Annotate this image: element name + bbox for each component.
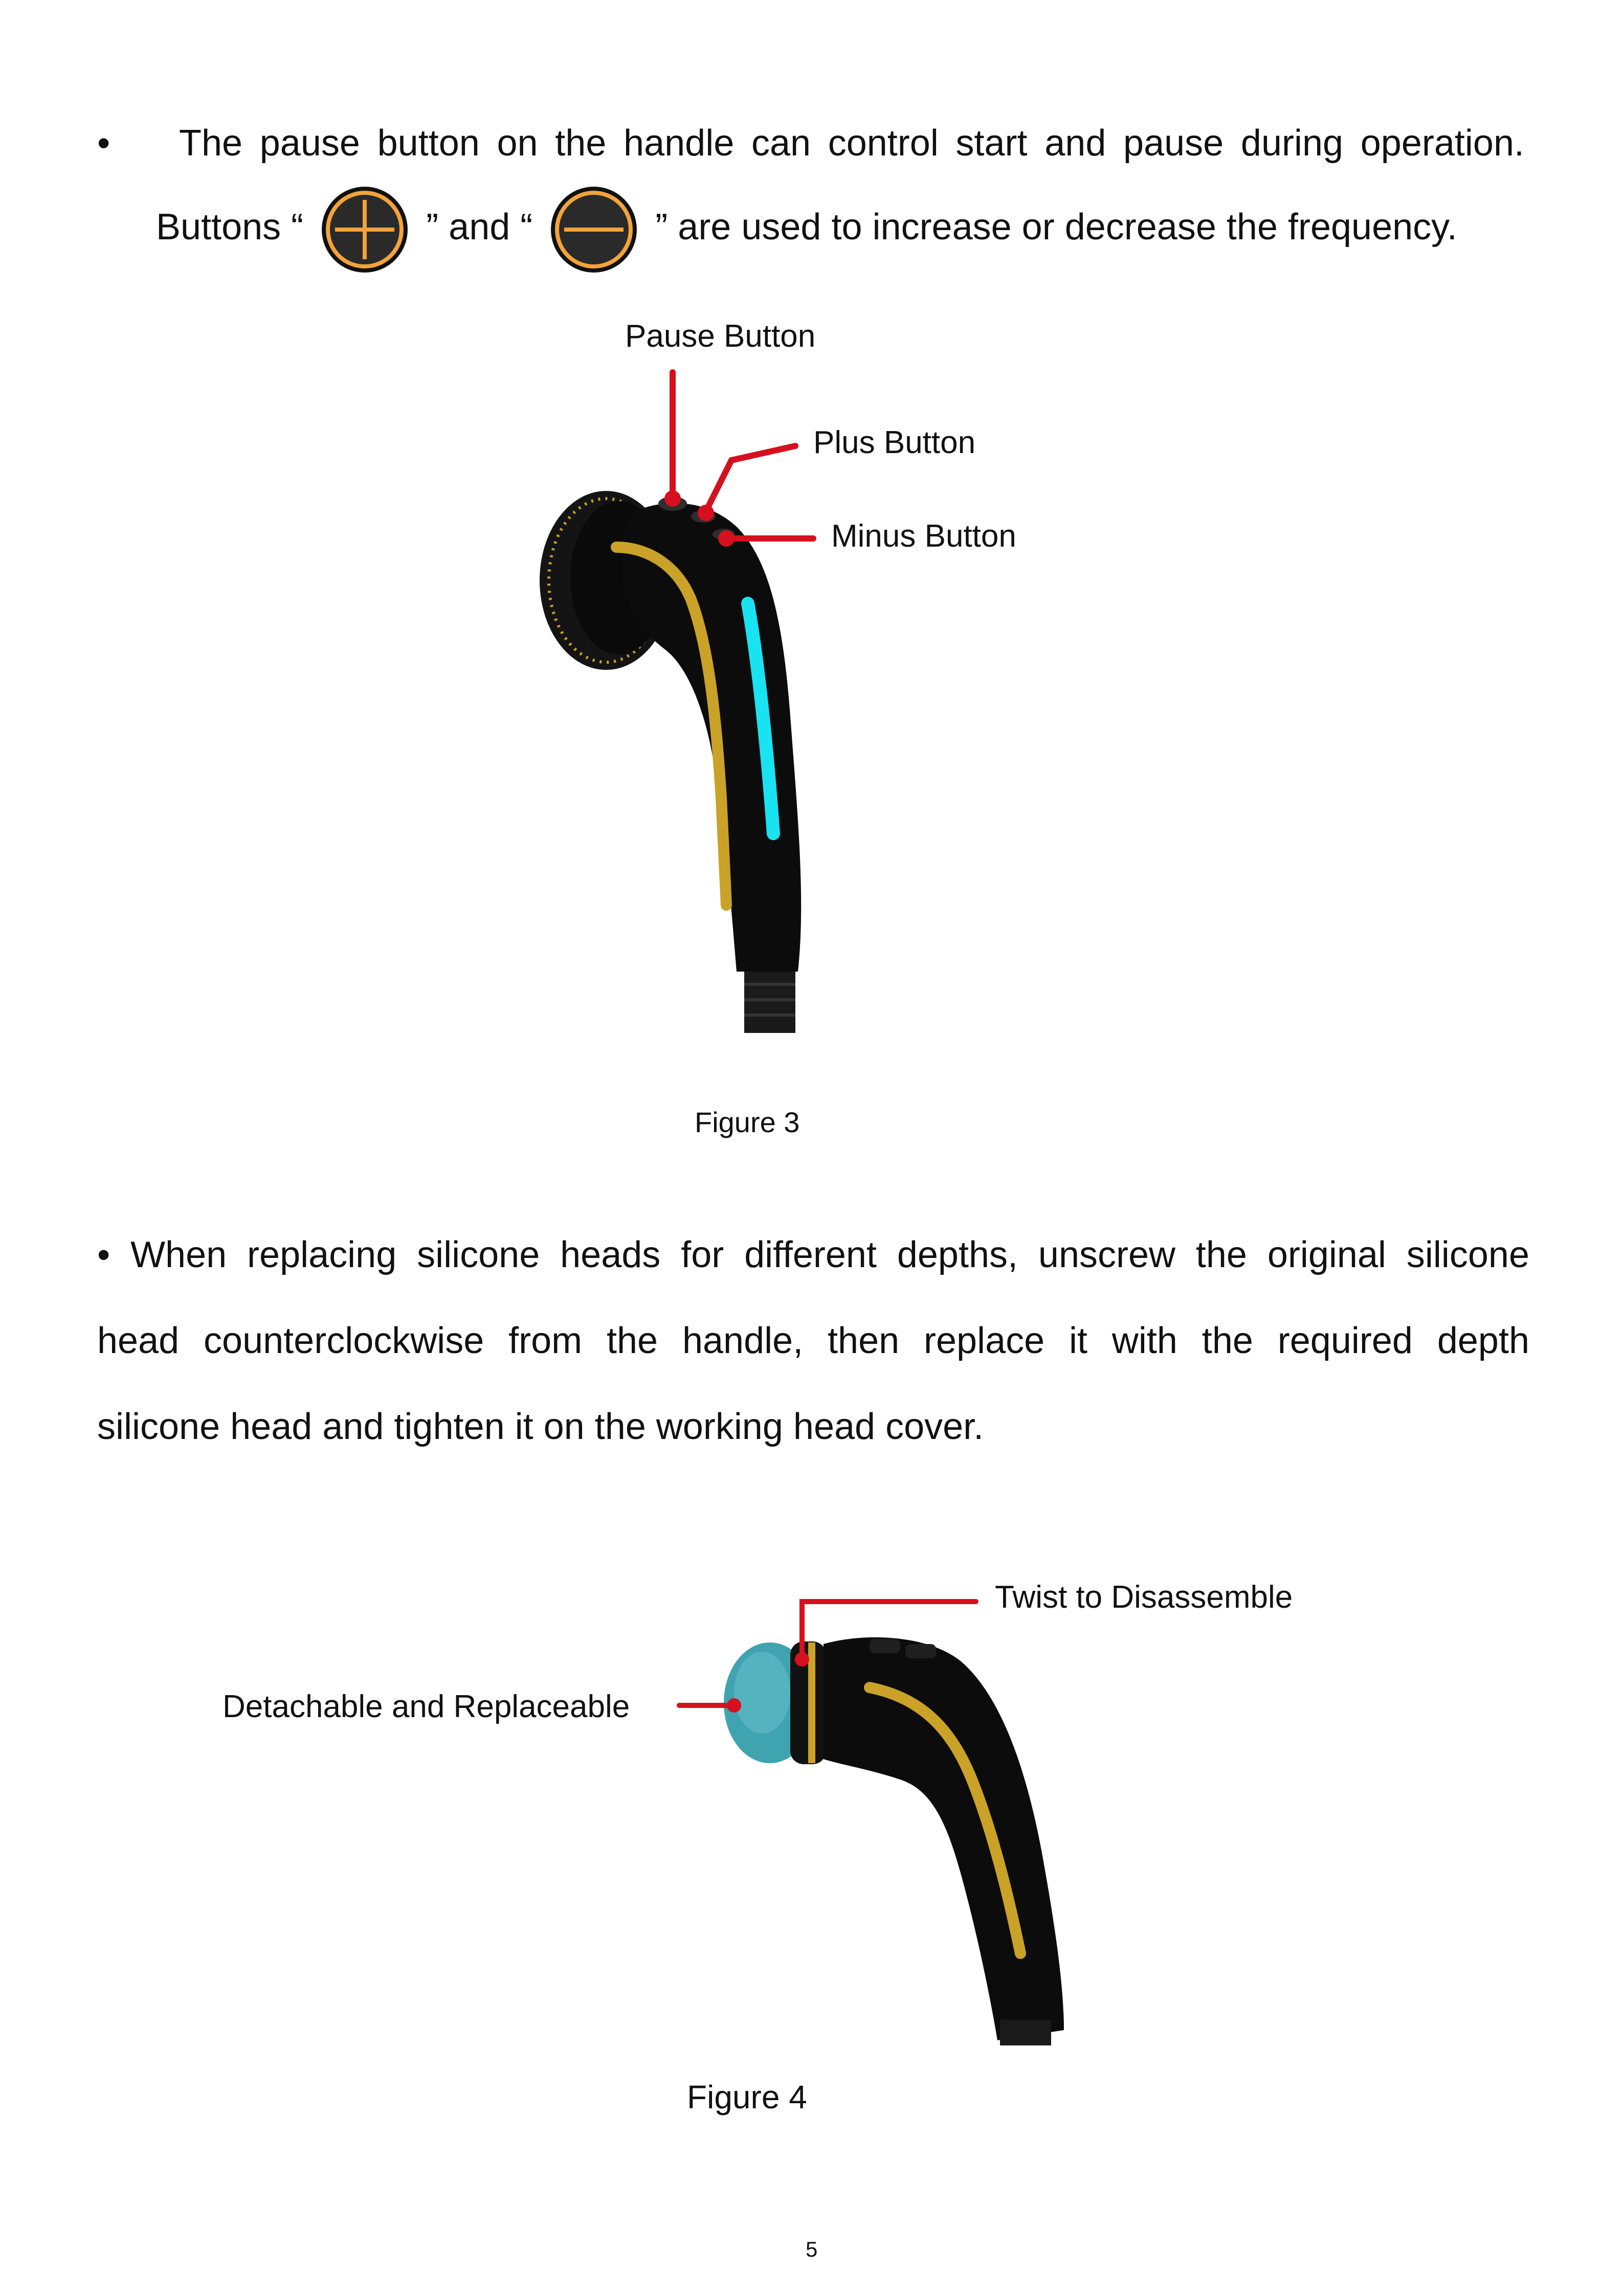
twist-to-disassemble-label: Twist to Disassemble [995, 1580, 1293, 1615]
page-number: 5 [806, 2237, 818, 2261]
paragraph-2-line-1: • When replacing silicone heads for diff… [97, 1234, 1529, 1275]
paragraph-1-text: The pause button on the handle can contr… [179, 123, 1524, 164]
buttons-text-end: ” are used to increase or decrease the f… [655, 207, 1457, 247]
handle-device-illustration [540, 369, 816, 1033]
paragraph-2-line-2: head counterclockwise from the handle, t… [97, 1320, 1529, 1361]
paragraph-1-line-2: Buttons “ ” and “ ” are used to increase… [156, 184, 1588, 275]
bullet: • [97, 123, 110, 164]
figure-4-caption: Figure 4 [687, 2079, 807, 2115]
plus-circle-icon [320, 185, 410, 275]
minus-circle-icon [549, 185, 639, 275]
figure-3-caption: Figure 3 [695, 1106, 800, 1138]
buttons-text-start: Buttons “ [156, 207, 304, 247]
paragraph-2-line-3: silicone head and tighten it on the work… [97, 1406, 984, 1447]
paragraph-1-line-1: • The pause button on the handle can con… [97, 100, 1524, 186]
paragraph-2: • When replacing silicone heads for diff… [97, 1212, 1529, 1470]
minus-button-label: Minus Button [831, 519, 1016, 554]
plus-button-label: Plus Button [813, 425, 976, 460]
buttons-text-middle: ” and “ [426, 207, 533, 247]
pause-button-label: Pause Button [625, 319, 816, 354]
detachable-replaceable-label: Detachable and Replaceable [223, 1689, 630, 1724]
